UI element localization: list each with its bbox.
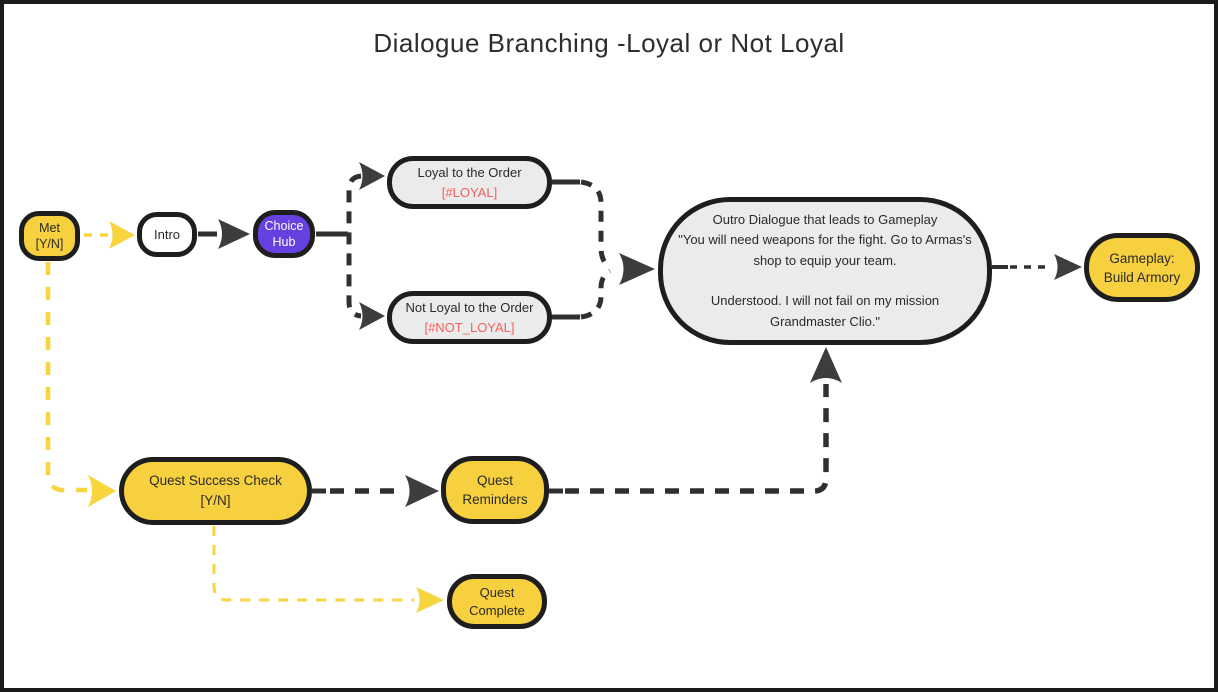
node-quest-success-check[interactable]: Quest Success Check [Y/N] bbox=[119, 457, 312, 525]
arrowhead-questreminders-outro bbox=[810, 347, 842, 383]
node-choice-hub[interactable]: Choice Hub bbox=[253, 210, 315, 258]
node-outro-dialogue[interactable]: Outro Dialogue that leads to Gameplay "Y… bbox=[658, 197, 992, 345]
node-not-loyal-tag: [#NOT_LOYAL] bbox=[424, 320, 515, 335]
node-intro[interactable]: Intro bbox=[137, 212, 197, 257]
node-intro-label: Intro bbox=[153, 227, 180, 242]
connector-layer bbox=[45, 162, 1082, 613]
node-quest-complete-label: Quest bbox=[479, 584, 515, 600]
arrowhead-questsuccess-questreminders bbox=[405, 475, 439, 507]
arrowhead-met-intro bbox=[109, 221, 135, 249]
node-gameplay-build-armory[interactable]: Gameplay: Build Armory bbox=[1084, 233, 1200, 302]
connector-loyal-merge bbox=[580, 179, 612, 270]
node-loyal[interactable]: Loyal to the Order [#LOYAL] bbox=[387, 156, 552, 209]
node-choice-hub-label: Choice bbox=[264, 219, 304, 233]
arrowhead-merge-outro bbox=[619, 253, 655, 285]
node-outro-line3: Understood. I will not fail on my missio… bbox=[710, 293, 940, 329]
connector-notloyal-merge bbox=[580, 268, 612, 320]
node-loyal-tag: [#LOYAL] bbox=[441, 185, 498, 200]
node-met-label: Met bbox=[39, 221, 60, 235]
arrowhead-branch-loyal bbox=[359, 162, 385, 190]
node-met-sublabel: [Y/N] bbox=[35, 237, 64, 251]
node-outro-line2: "You will need weapons for the fight. Go… bbox=[678, 232, 972, 268]
node-gameplay-label: Gameplay: bbox=[1109, 250, 1175, 266]
node-loyal-label: Loyal to the Order bbox=[417, 165, 522, 180]
arrowhead-met-questsuccess bbox=[88, 475, 116, 507]
node-quest-reminders[interactable]: Quest Reminders bbox=[441, 456, 549, 524]
connector-questsuccess-questcomplete bbox=[212, 526, 414, 602]
node-quest-reminders-sublabel: Reminders bbox=[462, 492, 528, 507]
node-quest-success-label: Quest Success Check bbox=[149, 473, 282, 488]
arrowhead-questsuccess-questcomplete bbox=[416, 587, 444, 613]
node-quest-success-sublabel: [Y/N] bbox=[200, 493, 231, 508]
node-not-loyal[interactable]: Not Loyal to the Order [#NOT_LOYAL] bbox=[387, 291, 552, 344]
arrowhead-intro-choicehub bbox=[218, 219, 250, 249]
arrowhead-outro-gameplay bbox=[1054, 254, 1082, 280]
connector-questreminders-outro bbox=[565, 384, 829, 494]
diagram-title: Dialogue Branching -Loyal or Not Loyal bbox=[373, 28, 845, 58]
connector-branch bbox=[346, 173, 362, 319]
arrowhead-branch-notloyal bbox=[359, 302, 385, 330]
node-quest-complete[interactable]: Quest Complete bbox=[447, 574, 547, 629]
node-not-loyal-label: Not Loyal to the Order bbox=[405, 300, 534, 315]
node-quest-reminders-label: Quest bbox=[476, 473, 514, 488]
node-met[interactable]: Met [Y/N] bbox=[19, 211, 80, 261]
node-outro-line1: Outro Dialogue that leads to Gameplay bbox=[712, 211, 938, 227]
connector-met-questsuccess bbox=[45, 262, 87, 493]
node-gameplay-sublabel: Build Armory bbox=[1103, 269, 1181, 285]
node-choice-hub-sublabel: Hub bbox=[272, 235, 296, 249]
node-quest-complete-sublabel: Complete bbox=[469, 602, 525, 618]
